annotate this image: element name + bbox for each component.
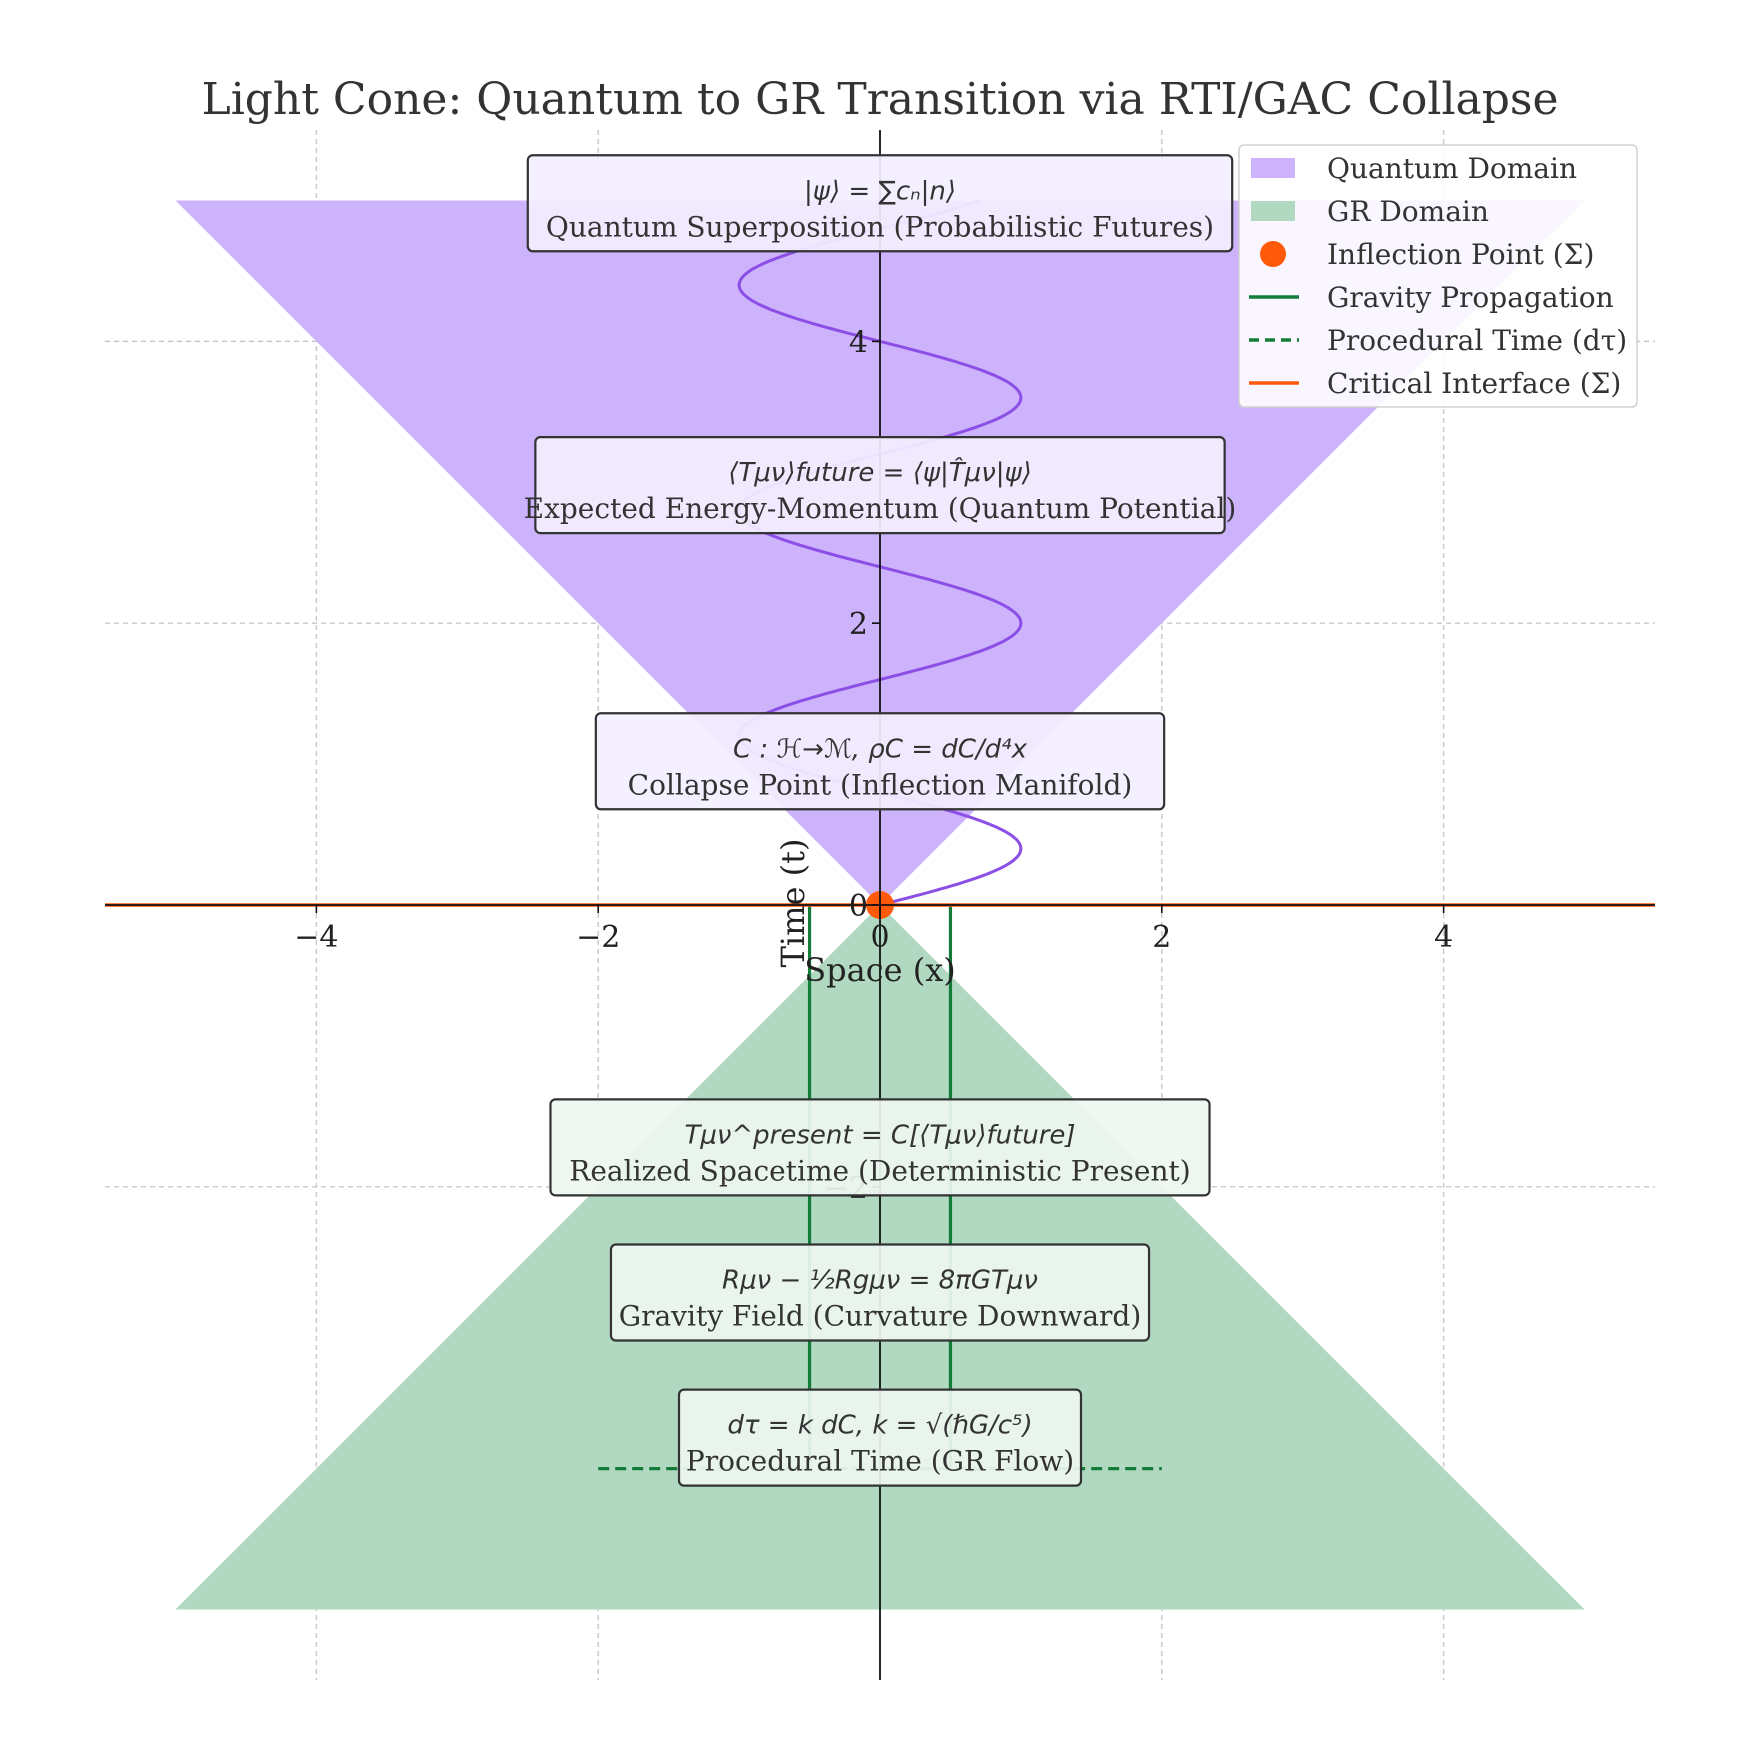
legend-marker xyxy=(1260,241,1286,267)
annotation-text: Expected Energy-Momentum (Quantum Potent… xyxy=(524,492,1237,525)
annotation-text: Realized Spacetime (Deterministic Presen… xyxy=(569,1154,1190,1187)
annotation-text: Procedural Time (GR Flow) xyxy=(686,1445,1074,1478)
annotation-box xyxy=(534,435,1226,535)
legend-label: Procedural Time (dτ) xyxy=(1327,324,1627,357)
legend-swatch xyxy=(1251,158,1295,178)
x-tick-label: 2 xyxy=(1152,920,1171,955)
annotation-box xyxy=(526,154,1234,253)
x-tick-label: −2 xyxy=(576,920,620,955)
annotation-formula: Tμν^present = C[⟨Tμν⟩future] xyxy=(684,1120,1075,1150)
annotation-box xyxy=(549,1098,1211,1197)
y-tick-label: 2 xyxy=(849,607,868,642)
annotation-formula: C : ℋ→ℳ, ρC = dC/d⁴x xyxy=(733,734,1028,764)
x-axis-label: Space (x) xyxy=(804,951,956,989)
legend-label: Gravity Propagation xyxy=(1327,281,1614,314)
y-axis-label: Time (t) xyxy=(774,839,812,968)
x-tick-label: 4 xyxy=(1434,920,1453,955)
annotation-text: Gravity Field (Curvature Downward) xyxy=(619,1300,1142,1333)
annotation-formula: dτ = k dC, k = √(ℏG/c⁵) xyxy=(727,1411,1032,1441)
legend-label: Critical Interface (Σ) xyxy=(1327,367,1621,400)
y-tick-label: 4 xyxy=(849,325,868,360)
annotation-box xyxy=(677,1388,1083,1487)
chart-title: Light Cone: Quantum to GR Transition via… xyxy=(201,74,1558,125)
annotations: |ψ⟩ = ∑cₙ|n⟩ Quantum Superposition (Proba… xyxy=(524,154,1237,1487)
legend-label: Quantum Domain xyxy=(1327,152,1577,185)
legend-swatch xyxy=(1251,201,1295,221)
annotation-formula: Rμν − ½Rgμν = 8πGTμν xyxy=(722,1266,1038,1296)
annotation-box xyxy=(594,712,1166,811)
x-tick-label: −4 xyxy=(294,920,338,955)
y-tick-label: 0 xyxy=(849,889,868,924)
annotation-box xyxy=(609,1243,1151,1342)
annotation-text: Quantum Superposition (Probabilistic Fut… xyxy=(546,210,1214,243)
legend-label: GR Domain xyxy=(1327,195,1489,228)
annotation-text: Collapse Point (Inflection Manifold) xyxy=(628,768,1133,801)
annotation-formula: |ψ⟩ = ∑cₙ|n⟩ xyxy=(804,176,956,206)
legend-label: Inflection Point (Σ) xyxy=(1327,238,1594,271)
annotation-formula: ⟨Tμν⟩future = ⟨ψ|T̂μν|ψ⟩ xyxy=(728,456,1032,488)
x-tick-label: 0 xyxy=(870,920,889,955)
legend-box xyxy=(1238,144,1638,408)
